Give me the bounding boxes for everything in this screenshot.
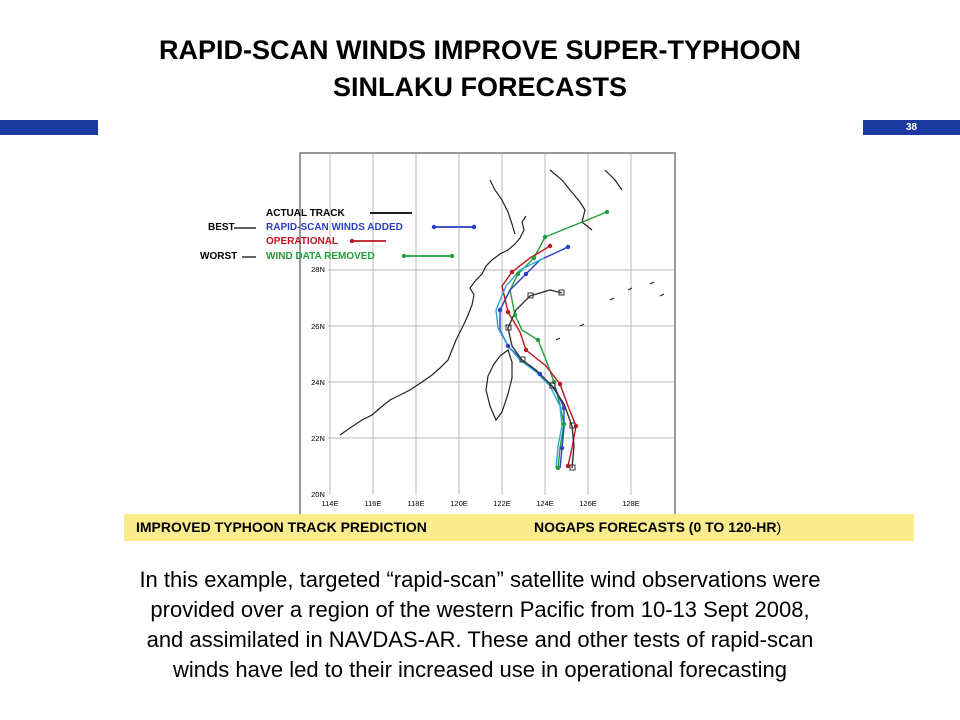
lon-label: 122E bbox=[493, 499, 511, 508]
body-line-1: In this example, targeted “rapid-scan” s… bbox=[139, 567, 821, 592]
track-legend: BEST WORST ACTUAL TRACK RAPID-SCAN WINDS… bbox=[200, 155, 477, 262]
lon-label: 126E bbox=[579, 499, 597, 508]
taiwan-island bbox=[485, 349, 513, 422]
korea-coastline bbox=[489, 179, 516, 235]
legend-actual-track: ACTUAL TRACK bbox=[266, 208, 345, 219]
lon-label: 124E bbox=[536, 499, 554, 508]
track-actual bbox=[507, 289, 575, 469]
lon-label: 118E bbox=[408, 499, 425, 508]
lon-label: 116E bbox=[365, 499, 382, 508]
legend-rapid-scan: RAPID-SCAN WINDS ADDED bbox=[266, 222, 403, 233]
lon-label: 114E bbox=[322, 499, 339, 508]
map-grid bbox=[328, 154, 674, 495]
banner-right-text: NOGAPS FORECASTS (0 TO 120-HR) bbox=[534, 514, 781, 541]
lat-label: 26N bbox=[311, 322, 325, 331]
banner-left-text: IMPROVED TYPHOON TRACK PREDICTION bbox=[136, 519, 427, 535]
lat-label: 28N bbox=[311, 265, 325, 274]
legend-wind-removed: WIND DATA REMOVED bbox=[266, 251, 375, 262]
ryukyu-islands bbox=[555, 281, 665, 341]
body-line-4: winds have led to their increased use in… bbox=[173, 657, 787, 682]
track-markers bbox=[497, 209, 610, 471]
body-line-2: provided over a region of the western Pa… bbox=[150, 597, 810, 622]
coastline bbox=[339, 169, 665, 436]
slide-title-line-1: RAPID-SCAN WINDS IMPROVE SUPER-TYPHOON bbox=[158, 35, 802, 65]
page-number: 38 bbox=[863, 120, 960, 135]
lat-label: 22N bbox=[311, 434, 325, 443]
lon-label: 128E bbox=[622, 499, 640, 508]
figure-caption-banner: IMPROVED TYPHOON TRACK PREDICTION NOGAPS… bbox=[124, 514, 914, 541]
legend-worst-label: WORST bbox=[200, 251, 237, 262]
typhoon-track-map: 20N 22N 24N 26N 28N 114E 116E 118E 120E … bbox=[200, 152, 676, 516]
legend-operational: OPERATIONAL bbox=[266, 236, 338, 247]
slide-title-line-2: SINLAKU FORECASTS bbox=[332, 72, 627, 102]
slide-title: RAPID-SCAN WINDS IMPROVE SUPER-TYPHOON S… bbox=[0, 32, 960, 106]
legend-mask bbox=[338, 155, 368, 215]
lon-label: 120E bbox=[450, 499, 468, 508]
body-line-3: and assimilated in NAVDAS-AR. These and … bbox=[146, 627, 814, 652]
body-paragraph: In this example, targeted “rapid-scan” s… bbox=[40, 565, 920, 685]
banner-right-main: NOGAPS FORECASTS (0 TO 120-HR bbox=[534, 519, 777, 535]
china-coastline bbox=[339, 215, 527, 436]
header-bar-left bbox=[0, 120, 98, 135]
banner-right-close: ) bbox=[776, 519, 782, 535]
lat-label: 24N bbox=[311, 378, 325, 387]
legend-best-label: BEST bbox=[208, 222, 235, 233]
lat-label: 20N bbox=[311, 490, 325, 499]
